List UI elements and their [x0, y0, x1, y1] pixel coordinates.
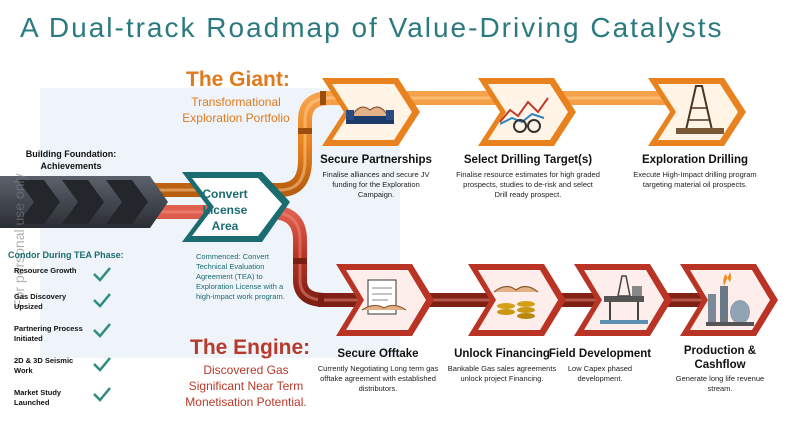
engine-chevron-3 — [574, 264, 672, 336]
engine-chevron-2 — [468, 264, 566, 336]
engine-chevron-1 — [336, 264, 434, 336]
giant-step-desc: Finalise resource estimates for high gra… — [456, 170, 600, 199]
giant-step-title: Select Drilling Target(s) — [463, 154, 593, 166]
handshake-icon — [346, 106, 394, 124]
chevron-icon — [62, 180, 104, 224]
giant-chevron-1 — [322, 78, 420, 146]
watermark: For personal use only — [11, 173, 27, 308]
engine-step-title: Unlock Financing — [454, 348, 550, 360]
achievement-item: 2D & 3D Seismic Work — [14, 356, 74, 375]
engine-step-desc: Generate long life revenue stream. — [675, 374, 765, 393]
achievement-item: Market Study Launched — [14, 388, 62, 407]
giant-subtitle: Transformational Exploration Portfolio — [182, 95, 290, 125]
check-icon — [93, 293, 111, 308]
engine-step-title: Secure Offtake — [337, 348, 419, 360]
giant-heading: The Giant: — [186, 68, 290, 91]
achievement-item: Resource Growth — [14, 266, 77, 275]
giant-chevron-3 — [648, 78, 746, 146]
achievements-heading: Condor During TEA Phase: — [8, 250, 124, 260]
check-icon — [93, 387, 111, 402]
chevron-icon — [106, 180, 148, 224]
drilling-rig-icon — [676, 85, 724, 134]
svg-text:For personal use only: For personal use only — [11, 173, 27, 308]
giant-chevron-2 — [478, 78, 576, 146]
chevron-icon — [18, 180, 60, 224]
giant-step-desc: Finalise alliances and secure JV funding… — [322, 170, 430, 199]
achievement-item: Partnering Process Initiated — [14, 324, 83, 343]
check-icon — [93, 357, 111, 372]
engine-step-title: Production & Cashflow — [683, 345, 757, 371]
engine-step-desc: Bankable Gas sales agreements unlock pro… — [447, 364, 557, 383]
achievement-item: Gas Discovery Upsized — [14, 292, 67, 311]
foundation-label: Building Foundation: Achievements — [25, 149, 117, 171]
engine-subtitle: Discovered Gas Significant Near Term Mon… — [185, 363, 307, 409]
refinery-icon — [706, 272, 754, 326]
engine-step-title: Field Development — [548, 348, 652, 360]
convert-note: Commenced: Convert Technical Evaluation … — [196, 252, 285, 301]
check-icon — [93, 323, 111, 338]
engine-step-desc: Low Capex phased development. — [567, 364, 633, 383]
page-title: A Dual-track Roadmap of Value-Driving Ca… — [20, 12, 724, 43]
giant-step-title: Secure Partnerships — [320, 154, 432, 166]
giant-step-desc: Execute High-Impact drilling program tar… — [633, 170, 757, 189]
analysis-icon — [499, 97, 549, 133]
contract-icon — [361, 279, 407, 315]
engine-heading: The Engine: — [190, 336, 311, 359]
engine-step-desc: Currently Negotiating Long term gas offt… — [317, 364, 439, 393]
convert-label: Convert License Area — [202, 187, 248, 233]
engine-chevron-4 — [680, 264, 778, 336]
finance-icon — [493, 285, 539, 319]
check-icon — [93, 267, 111, 282]
platform-icon — [600, 275, 648, 324]
giant-step-title: Exploration Drilling — [641, 154, 749, 166]
